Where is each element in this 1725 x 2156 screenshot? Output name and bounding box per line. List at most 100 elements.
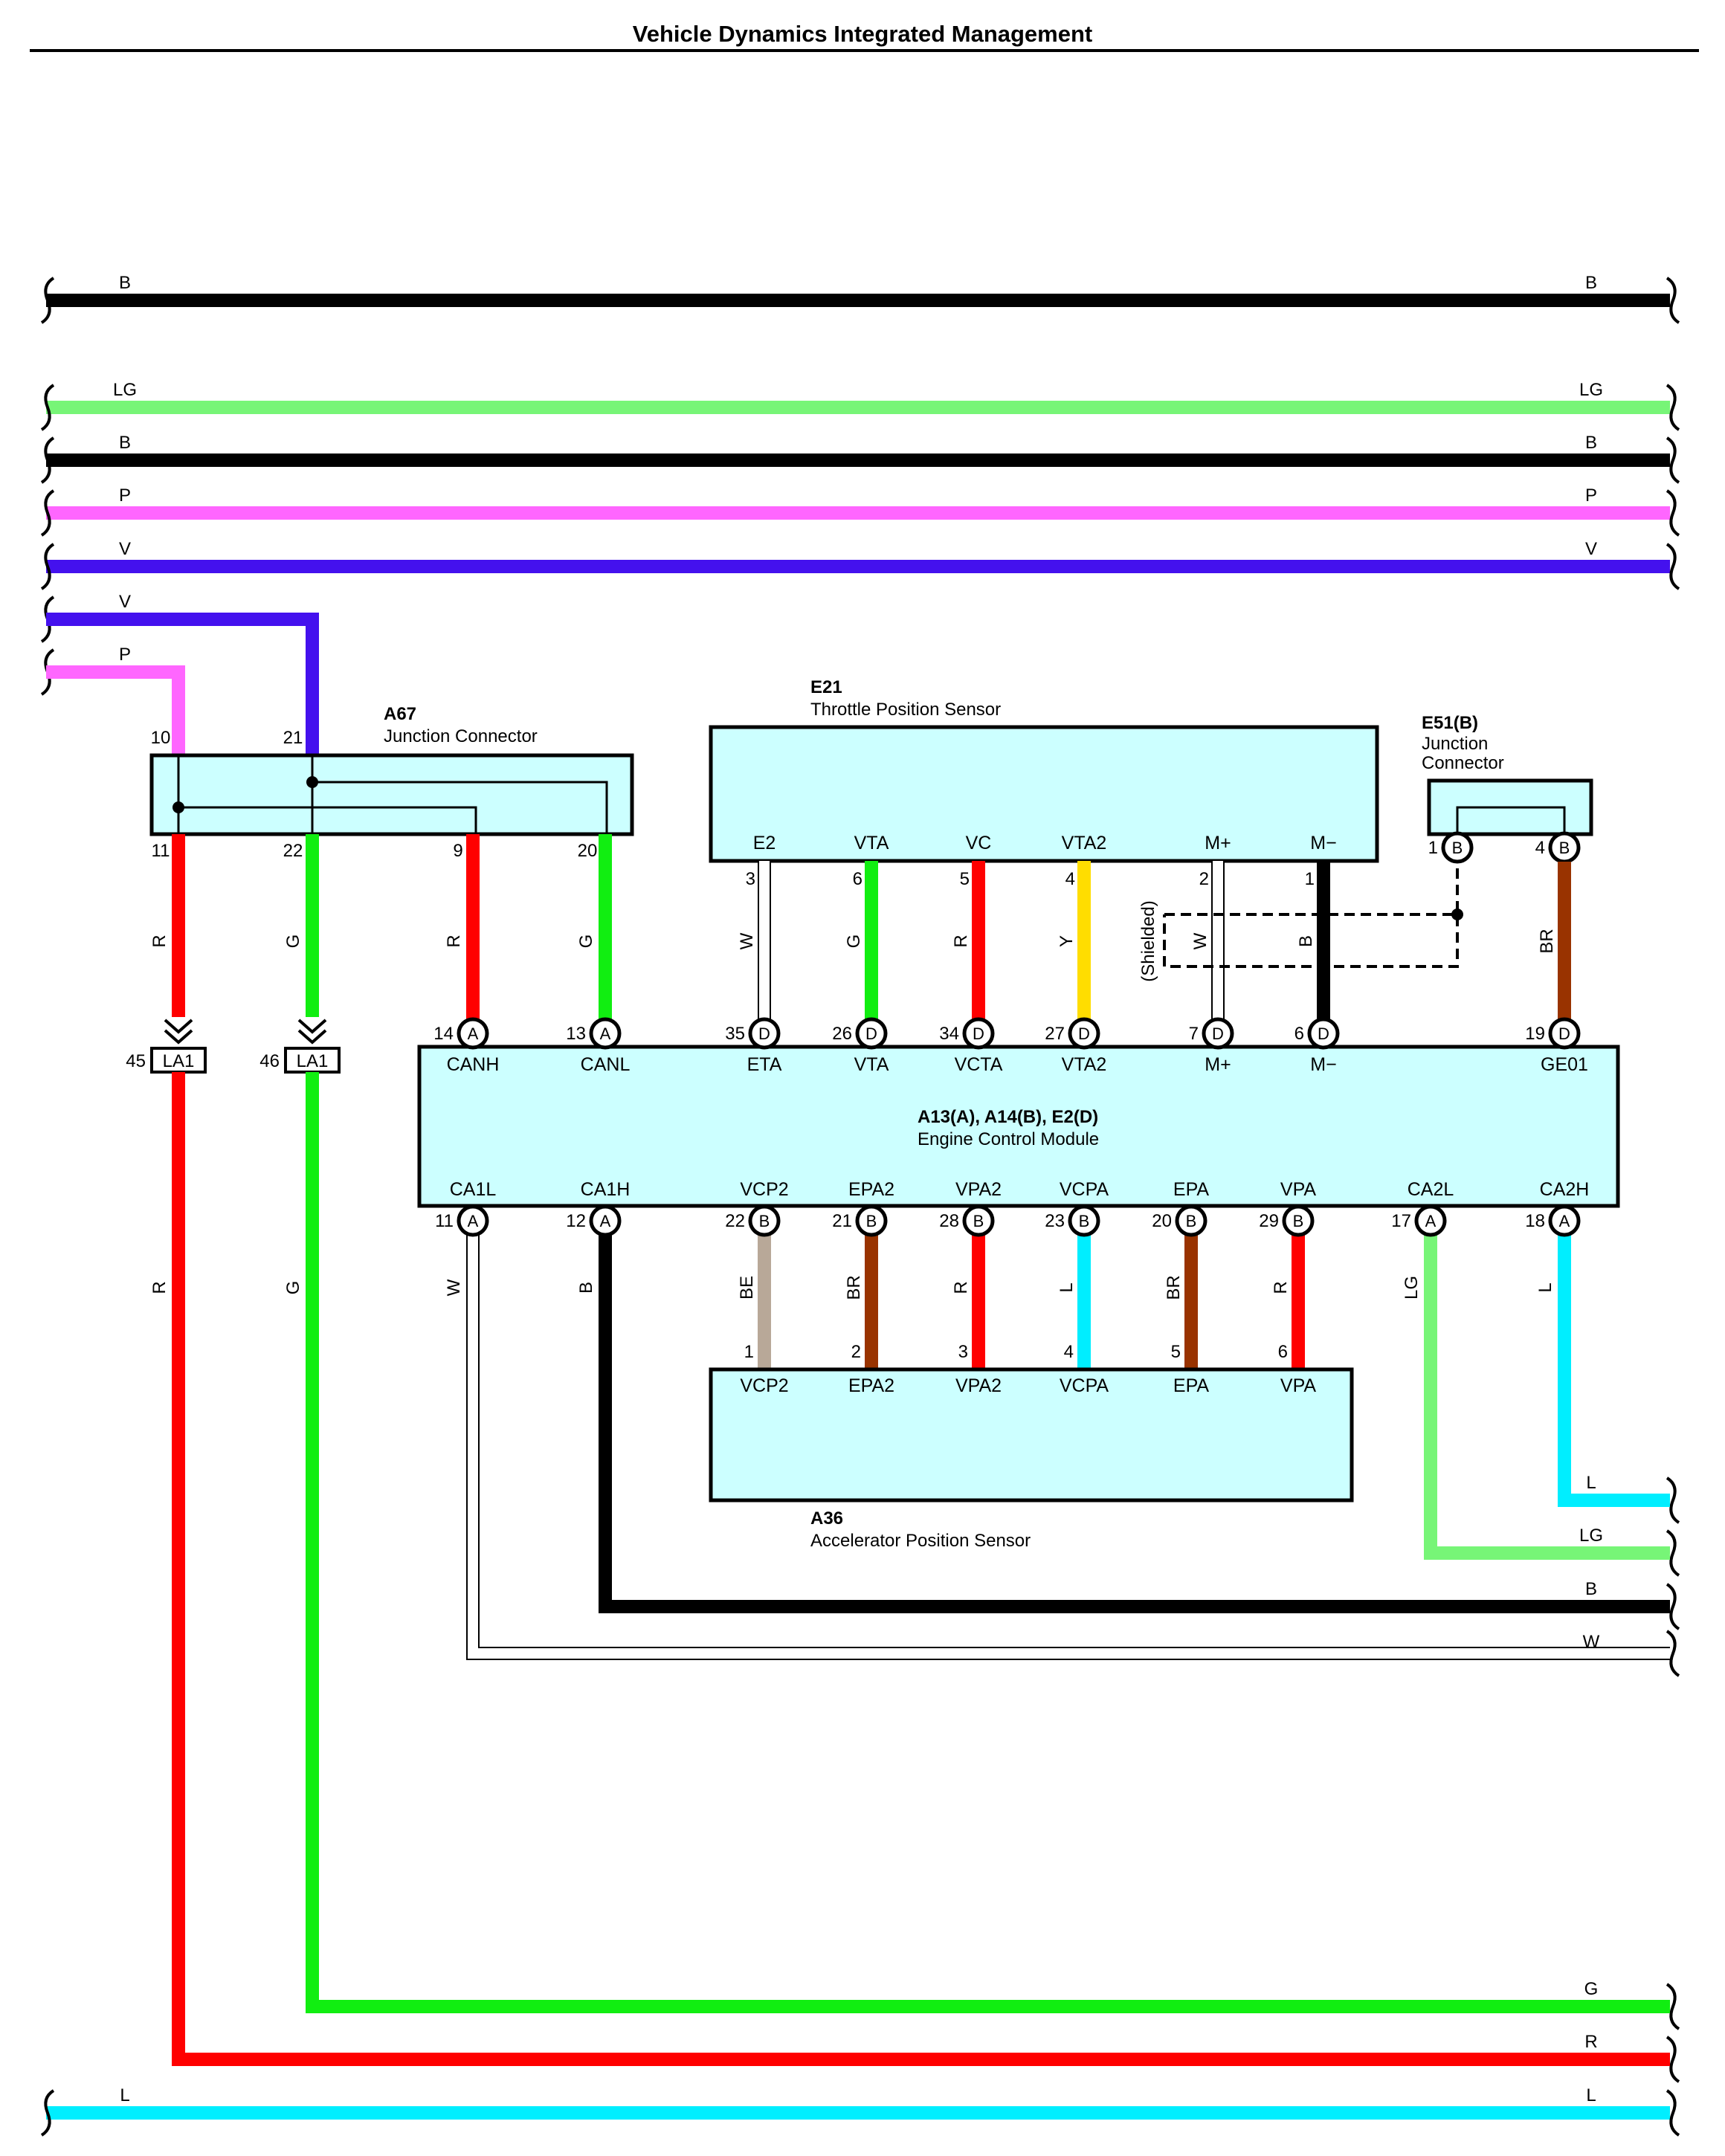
pin-name: VTA2	[1062, 833, 1107, 853]
pin-circle	[1202, 1017, 1234, 1050]
la1-connector-box	[150, 1047, 207, 1074]
pin-letter: B	[1559, 839, 1570, 857]
pin-number: 21	[283, 728, 303, 748]
pin-number: 11	[152, 841, 170, 861]
wire-code: Y	[1057, 935, 1077, 947]
exit-label: L	[1586, 1473, 1596, 1493]
pin-name: VPA	[1280, 1375, 1316, 1396]
wire-code: R	[1271, 1281, 1291, 1294]
wire-code: G	[844, 935, 864, 949]
wire-g-exit	[306, 1072, 1670, 2013]
pin-number: 29	[1259, 1211, 1279, 1231]
pin-letter: B	[1293, 1212, 1304, 1230]
wire-code: W	[737, 932, 757, 949]
pin-number: 17	[1391, 1211, 1411, 1231]
pin-number: 27	[1045, 1024, 1065, 1044]
pin-number: 6	[1294, 1024, 1304, 1044]
wire-code: BR	[1164, 1275, 1184, 1300]
pin-letter: A	[1559, 1212, 1570, 1230]
pin-number: 19	[1525, 1024, 1545, 1044]
bus-label-left: P	[119, 645, 131, 665]
e51-name: Connector	[1422, 753, 1504, 773]
pin-number: 11	[435, 1211, 454, 1231]
e21-throttle-position-sensor: E21 Throttle Position Sensor E2 VTA VC V…	[709, 677, 1379, 889]
ecm-to-a36-wires: BE BR R L BR R	[737, 1234, 1305, 1369]
pin-circle	[1068, 1204, 1100, 1237]
pin-letter: B	[1079, 1212, 1090, 1230]
bus-label-right: LG	[1579, 380, 1603, 400]
wire-code: R	[444, 935, 464, 947]
pin-number: 22	[283, 841, 303, 861]
a36-box	[709, 1367, 1354, 1503]
pin-number: 5	[1171, 1342, 1181, 1362]
pin-letter: B	[1186, 1212, 1197, 1230]
pin-number: 28	[939, 1211, 959, 1231]
pin-name: GE01	[1541, 1054, 1588, 1075]
wire-code: R	[951, 935, 971, 947]
pin-circle	[1441, 831, 1474, 864]
break-marks-left	[40, 277, 55, 2137]
bus-label-left: L	[120, 2085, 129, 2105]
wire-code: R	[951, 1281, 971, 1294]
pin-name: VCP2	[740, 1179, 788, 1200]
wire-code: L	[1535, 1282, 1555, 1292]
splice-dot	[172, 801, 184, 813]
bus-label-right: B	[1585, 273, 1597, 293]
bus-label-right: B	[1585, 433, 1597, 453]
pin-number: 34	[939, 1024, 959, 1044]
bus-label-right: L	[1586, 2085, 1596, 2105]
pin-circle	[748, 1204, 781, 1237]
pin-circle	[589, 1204, 622, 1237]
pin-number: 7	[1189, 1024, 1199, 1044]
bus-group: B B LG LG B B P P V V V P L L	[46, 273, 1670, 2120]
pin-letter: A	[468, 1024, 479, 1043]
la1-connector-box	[284, 1047, 341, 1074]
exit-label: R	[1584, 2032, 1597, 2052]
pin-number: 10	[151, 728, 171, 748]
page-title: Vehicle Dynamics Integrated Management	[633, 21, 1093, 47]
wire-r-exit	[172, 1072, 1670, 2066]
ecm-top-pins: A14CANHA13CANLD35ETAD26VTAD34VCTAD27VTA2…	[433, 1017, 1588, 1075]
can-exit-wires: W B LG L L LG B W	[444, 1234, 1670, 1660]
pin-number: 3	[746, 869, 755, 889]
pin-name: VTA	[854, 833, 889, 853]
pin-letter: D	[1318, 1024, 1329, 1043]
pin-number: 1	[744, 1342, 754, 1362]
pin-circle	[1068, 1017, 1100, 1050]
shield-outline	[1163, 913, 1459, 968]
pin-name: VCPA	[1060, 1375, 1109, 1396]
pin-letter: B	[866, 1212, 877, 1230]
pin-name: EPA	[1173, 1375, 1209, 1396]
pin-number: 14	[433, 1024, 454, 1044]
e51-internal-link	[1456, 806, 1566, 834]
pin-name: ETA	[747, 1054, 782, 1075]
pin-number: 26	[832, 1024, 852, 1044]
pin-circle	[1548, 1017, 1581, 1050]
pin-name: E2	[753, 833, 776, 853]
wire-code: R	[149, 1281, 170, 1294]
e21-id: E21	[810, 677, 842, 697]
pin-circle	[855, 1204, 888, 1237]
pin-letter: D	[1078, 1024, 1090, 1043]
a36-name: Accelerator Position Sensor	[810, 1531, 1031, 1551]
wire-code: W	[444, 1279, 464, 1296]
pin-number: 35	[725, 1024, 745, 1044]
pin-number: 2	[851, 1342, 861, 1362]
wire-code: B	[576, 1282, 596, 1294]
bus-label-left: B	[119, 273, 131, 293]
la1-connectors: LA1 LA1 45 46	[126, 1019, 341, 1074]
pin-number: 18	[1525, 1211, 1545, 1231]
pin-letter: D	[865, 1024, 877, 1043]
pin-circle	[962, 1017, 995, 1050]
bus-label-left: B	[119, 433, 131, 453]
exit-label: W	[1583, 1632, 1600, 1652]
e51-name: Junction	[1422, 734, 1488, 754]
pin-circle	[1414, 1204, 1447, 1237]
pin-number: 22	[725, 1211, 745, 1231]
wire-v-to-a67	[46, 613, 319, 755]
wire-code: G	[283, 935, 303, 949]
a67-name: Junction Connector	[384, 726, 538, 746]
wire-code: LG	[1402, 1276, 1422, 1300]
wire-ca1l-w	[468, 1234, 1670, 1659]
